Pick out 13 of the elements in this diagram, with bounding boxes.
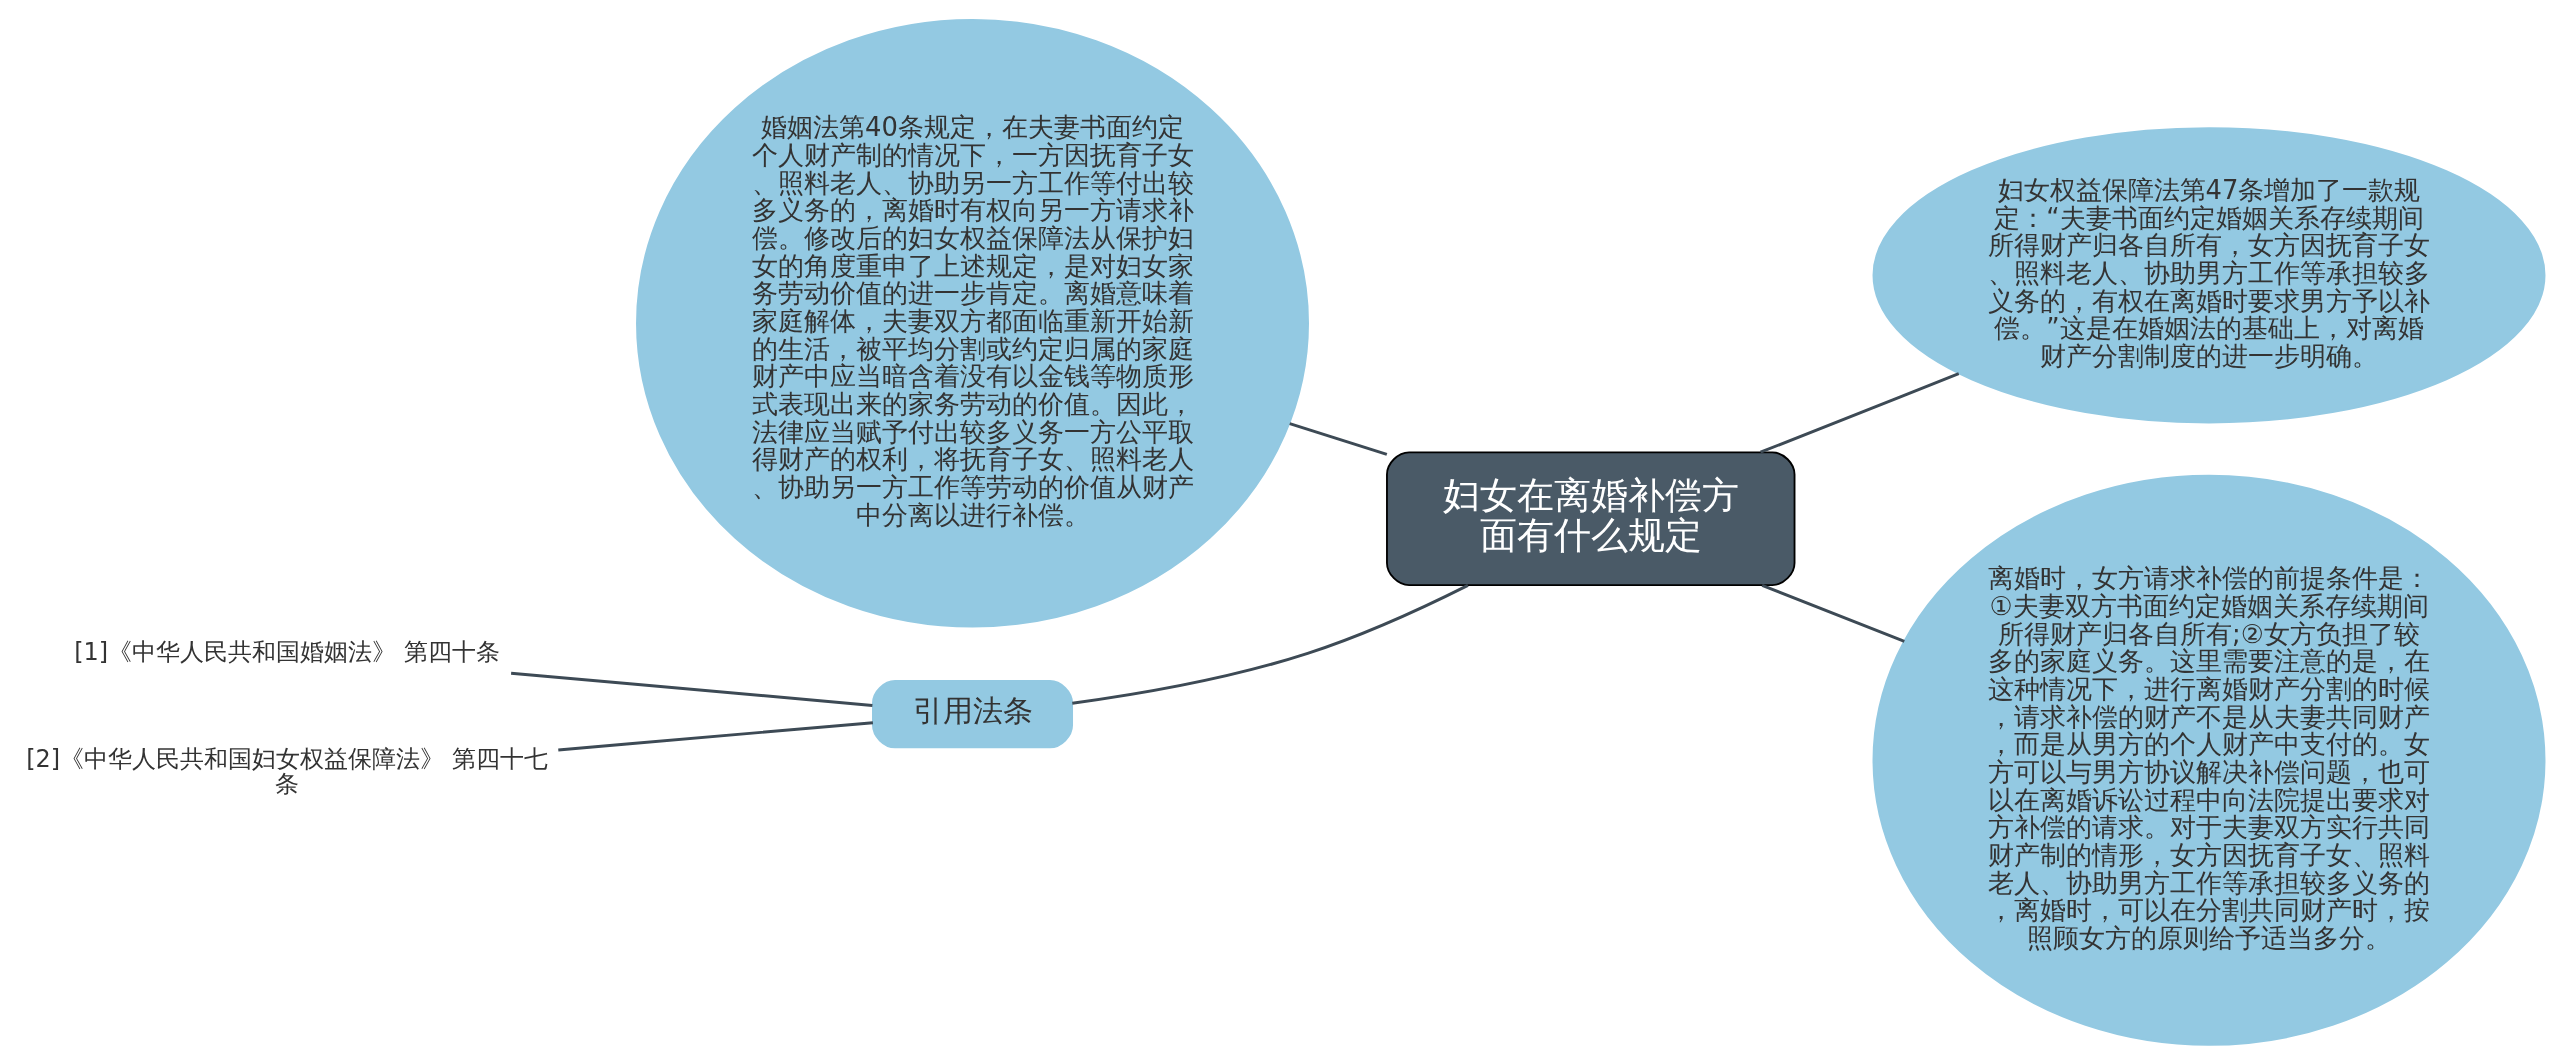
connector bbox=[1760, 372, 1960, 454]
connector bbox=[1289, 422, 1388, 456]
node-box: 引用法条 bbox=[872, 680, 1074, 749]
connector bbox=[511, 671, 873, 707]
node-ellipse: 离婚时，女方请求补偿的前提条件是：①夫妻双方书面约定婚姻关系存续期间所得财产归各自所有;②女方负担了较多的家庭义务。这里需要注意的是，在这种情况下，进行离婚财产分割的时候，请求补偿的财产不是从夫妻共同财产，而是从男方的个人财产中支付的。女方可以与男方协议解决补偿问题，也可以在离婚诉讼过程中向法院提出要求对方补偿的请求。对于夫妻双方实行共同财产制的情形，女方因抚育子女、照料老人、协助男方工作等承担较多义务的，离婚时，可以在分割共同财产时，按照顾女方的原则给予适当多分。 bbox=[1872, 474, 2546, 1046]
node-box: 妇女在离婚补偿方面有什么规定 bbox=[1386, 451, 1796, 587]
connector bbox=[558, 721, 874, 752]
connector bbox=[1072, 584, 1469, 705]
node-text: [1]《中华人民共和国婚姻法》 第四十条 bbox=[74, 637, 500, 666]
node-text: [2]《中华人民共和国妇女权益保障法》 第四十七条 bbox=[26, 744, 548, 799]
connector bbox=[1761, 584, 1905, 643]
node-ellipse: 妇女权益保障法第47条增加了一款规定：“夫妻书面约定婚姻关系存续期间所得财产归各自所有，女方因抚育子女、照料老人、协助男方工作等承担较多义务的，有权在离婚时要求男方予以补偿。”这是在婚姻法的基础上，对离婚财产分割制度的进一步明确。 bbox=[1872, 127, 2546, 424]
node-circle: 婚姻法第40条规定，在夫妻书面约定个人财产制的情况下，一方因抚育子女、照料老人、协助另一方工作等付出较多义务的，离婚时有权向另一方请求补偿。修改后的妇女权益保障法从保护妇女的角度重申了上述规定，是对妇女家务劳动价值的进一步肯定。离婚意味着家庭解体，夫妻双方都面临重新开始新的生活，被平均分割或约定归属的家庭财产中应当暗含着没有以金钱等物质形式表现出来的家务劳动的价值。因此，法律应当赋予付出较多义务一方公平取得财产的权利，将抚育子女、照料老人、协助另一方工作等劳动的价值从财产中分离以进行补偿。 bbox=[636, 18, 1309, 628]
